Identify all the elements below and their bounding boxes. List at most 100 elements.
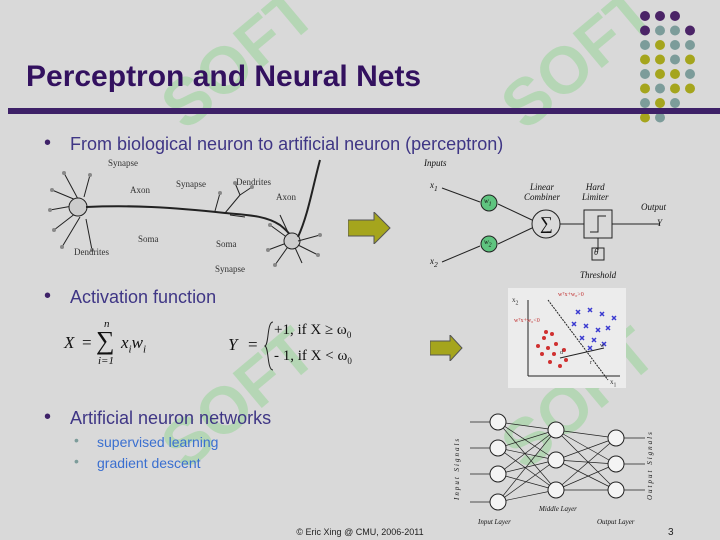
decorative-dot <box>655 69 665 79</box>
perceptron-diagram <box>441 187 660 263</box>
decorative-dot <box>670 25 680 36</box>
decorative-dot <box>655 98 665 108</box>
bullet-dot: • <box>44 406 52 428</box>
decorative-dot <box>655 112 665 123</box>
label-output-signals: Output Signals <box>646 430 654 500</box>
decorative-dot <box>670 54 680 65</box>
scatter-point-negative <box>571 321 577 327</box>
decorative-dot <box>655 25 665 36</box>
scatter-point-positive <box>546 346 550 350</box>
decorative-dot-grid <box>640 11 695 123</box>
label-w2: w2 <box>484 238 492 249</box>
label-x1: x1 <box>430 180 438 193</box>
decorative-dot <box>685 83 695 94</box>
bullet-biological-neuron: • From biological neuron to artificial n… <box>44 132 504 155</box>
label-synapse: Synapse <box>176 179 206 189</box>
label-input-layer: Input Layer <box>478 518 511 526</box>
scatter-line1: wᵀx+w₀>0 <box>558 292 584 298</box>
sub-bullet-supervised-learning: • supervised learning <box>74 432 219 450</box>
scatter-line2: wᵀx+w₀<0 <box>514 318 540 324</box>
sub-bullet-gradient-descent: • gradient descent <box>74 453 201 471</box>
decorative-dot <box>670 98 680 108</box>
slide-footer: © Eric Xing @ CMU, 2006-2011 <box>296 527 424 537</box>
label-dendrites: Dendrites <box>236 177 271 187</box>
network-node <box>489 465 507 483</box>
label-axon: Axon <box>276 192 296 202</box>
neural-network-diagram <box>470 413 645 511</box>
right-arrow-icon <box>348 212 391 244</box>
network-node <box>489 439 507 457</box>
scatter-point-positive <box>552 352 556 356</box>
label-output: Output <box>641 202 667 212</box>
scatter-r: r <box>590 360 592 366</box>
bullet-activation-function: • Activation function <box>44 285 217 308</box>
scatter-w: w <box>600 343 605 349</box>
label-w1: w1 <box>484 197 492 208</box>
scatter-d: d <box>560 350 563 356</box>
bullet-text: From biological neuron to artificial neu… <box>70 134 504 154</box>
label-input-signals: Input Signals <box>453 436 461 500</box>
label-synapse: Synapse <box>108 158 138 168</box>
sub-bullet-text: supervised learning <box>97 434 219 450</box>
scatter-point-negative <box>575 309 581 315</box>
network-node <box>547 421 565 439</box>
label-soma: Soma <box>216 239 237 249</box>
decorative-dot <box>640 69 650 79</box>
scatter-point-negative <box>587 307 593 313</box>
scatter-point-negative <box>595 327 601 333</box>
scatter-point-negative <box>591 337 597 343</box>
bullet-artificial-neuron-networks: • Artificial neuron networks <box>44 406 272 429</box>
bullet-text: Artificial neuron networks <box>70 408 272 428</box>
label-inputs: Inputs <box>424 158 447 168</box>
scatter-point-negative <box>599 311 605 317</box>
label-hard-limiter: Hard Limiter <box>582 182 609 202</box>
network-node <box>607 429 625 447</box>
scatter-point-positive <box>562 348 566 352</box>
network-node <box>607 455 625 473</box>
decorative-dot <box>670 83 680 94</box>
decorative-dot <box>640 83 650 94</box>
label-middle-layer: Middle Layer <box>539 505 577 513</box>
scatter-point-positive <box>554 342 558 346</box>
sigma-symbol: ∑ <box>540 213 553 233</box>
decorative-dot <box>640 40 650 50</box>
decorative-dot <box>685 25 695 36</box>
label-threshold: Threshold <box>580 270 617 280</box>
bullet-text: Activation function <box>70 287 217 307</box>
decorative-dot <box>640 112 650 123</box>
scatter-point-positive <box>540 352 544 356</box>
theta-symbol: θ <box>594 247 599 257</box>
label-output-layer: Output Layer <box>597 518 635 526</box>
title-rule <box>8 108 720 114</box>
decorative-dot <box>640 11 650 21</box>
decorative-dot <box>640 25 650 36</box>
scatter-point-positive <box>536 344 540 348</box>
label-synapse: Synapse <box>215 264 245 274</box>
decorative-dot <box>670 40 680 50</box>
bullet-dot: • <box>44 132 52 154</box>
sub-bullet-dot: • <box>74 453 79 469</box>
decorative-dot <box>655 83 665 94</box>
brace <box>263 321 274 371</box>
network-node <box>607 481 625 499</box>
scatter-point-negative <box>579 335 585 341</box>
scatter-point-negative <box>601 341 607 347</box>
label-y: Y <box>657 218 663 228</box>
decorative-dot <box>685 40 695 50</box>
decorative-dot <box>640 98 650 108</box>
decorative-dot <box>655 40 665 50</box>
scatter-point-negative <box>611 315 617 321</box>
network-node <box>489 413 507 431</box>
page-number: 3 <box>668 527 674 538</box>
scatter-point-positive <box>558 364 562 368</box>
decorative-dot <box>685 54 695 65</box>
right-arrow-icon <box>430 335 463 361</box>
decorative-dot <box>640 54 650 65</box>
label-linear-combiner: Linear Combiner <box>524 182 560 202</box>
decision-boundary-plot <box>508 288 626 388</box>
network-node <box>547 481 565 499</box>
decorative-dot <box>655 54 665 65</box>
sub-bullet-text: gradient descent <box>97 455 201 471</box>
bullet-dot: • <box>44 285 52 307</box>
sub-bullet-dot: • <box>74 432 79 448</box>
